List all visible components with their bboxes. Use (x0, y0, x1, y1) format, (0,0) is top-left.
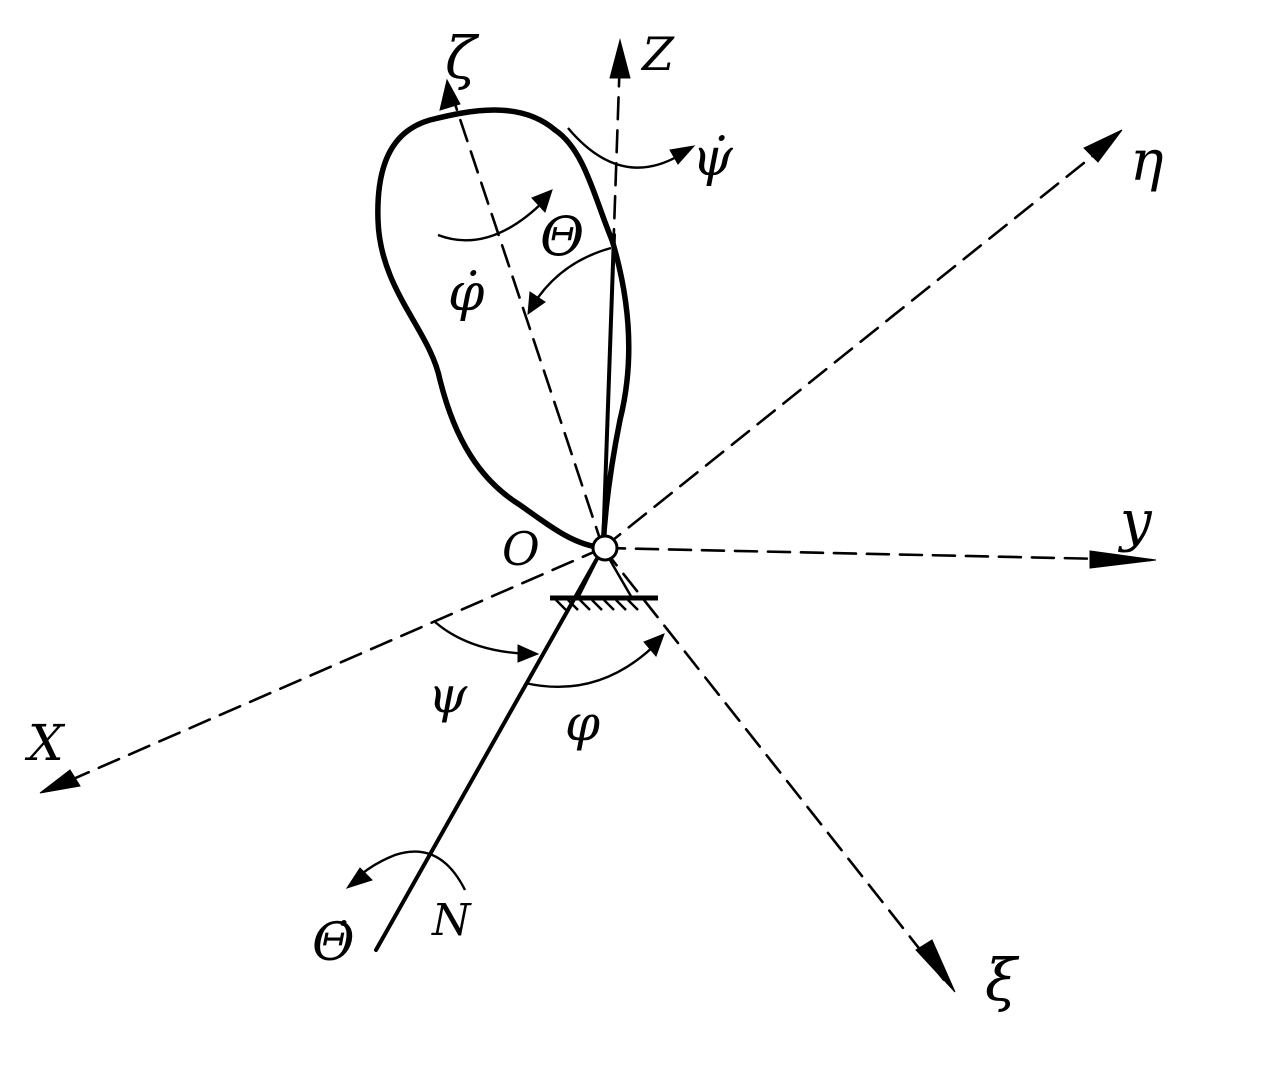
axis-zeta (450, 93, 605, 550)
label-psi: ψ (428, 666, 468, 724)
axis-xi (601, 546, 950, 987)
arrowhead-y (1089, 550, 1157, 569)
label-x: X (24, 714, 66, 772)
axis-x (46, 546, 605, 792)
psi-angle-arc (434, 621, 531, 656)
rigid-body-outline (375, 107, 632, 551)
theta-arc-arrowhead (527, 291, 546, 316)
arrowhead-eta (1083, 129, 1123, 163)
line-of-nodes (374, 546, 605, 952)
phi-angle-arc (524, 641, 659, 689)
label-origin: O (502, 522, 540, 576)
phi-dot-arrowhead (531, 189, 553, 213)
psi-dot-rotation-arc (567, 127, 681, 169)
theta-dot-arrowhead (345, 867, 373, 889)
label-phi-dot: φ̇ (448, 263, 485, 323)
arrowhead-z (609, 38, 631, 79)
z-axis-solid-segment (601, 233, 616, 550)
phi-arc-arrowhead (643, 633, 665, 657)
label-psi-dot: ψ̇ (692, 128, 734, 188)
label-eta: η (1130, 129, 1164, 194)
label-theta-dot: Θ̇ (312, 913, 355, 973)
pivot-point (591, 534, 619, 562)
label-y: y (1117, 489, 1153, 554)
arrowhead-xi (915, 939, 956, 993)
psi-arc-arrowhead (517, 644, 540, 663)
axis-eta (601, 136, 1117, 550)
arrowhead-x (39, 769, 81, 794)
label-xi: ξ (985, 946, 1020, 1014)
phi-dot-rotation-arc (437, 199, 546, 242)
theta-angle-arc (531, 246, 612, 306)
label-theta: Θ (540, 205, 584, 268)
label-phi: φ (565, 694, 600, 752)
psi-dot-arrowhead (669, 145, 696, 165)
axis-y (601, 546, 1152, 562)
label-zeta: ζ (445, 24, 480, 92)
label-z: Z (640, 27, 675, 81)
label-node: N (431, 895, 472, 946)
support-hatching (555, 599, 639, 611)
theta-dot-rotation-arc (354, 850, 467, 891)
arrowhead-zeta (439, 78, 461, 111)
